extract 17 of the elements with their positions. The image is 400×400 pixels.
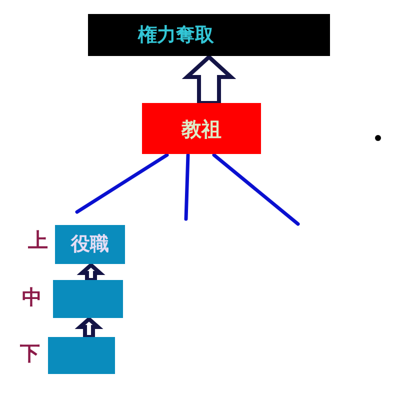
- rank-box: [53, 280, 123, 318]
- node-label: 役職: [71, 235, 109, 254]
- node-label: 教祖: [182, 118, 222, 138]
- node-label: 権力奪取: [138, 26, 214, 44]
- connector-line: [212, 153, 300, 226]
- connector-line: [184, 153, 190, 221]
- block-arrow: [74, 316, 104, 339]
- level-label: 下: [20, 343, 40, 363]
- block-arrow: [182, 54, 236, 105]
- title-box: [88, 14, 330, 56]
- connector-line: [75, 153, 169, 214]
- level-label: 上: [28, 230, 48, 250]
- rank-box: [55, 225, 125, 264]
- level-label: 中: [22, 287, 42, 307]
- rank-box: [48, 337, 115, 374]
- leader-box: [142, 103, 261, 154]
- block-arrow: [76, 262, 106, 282]
